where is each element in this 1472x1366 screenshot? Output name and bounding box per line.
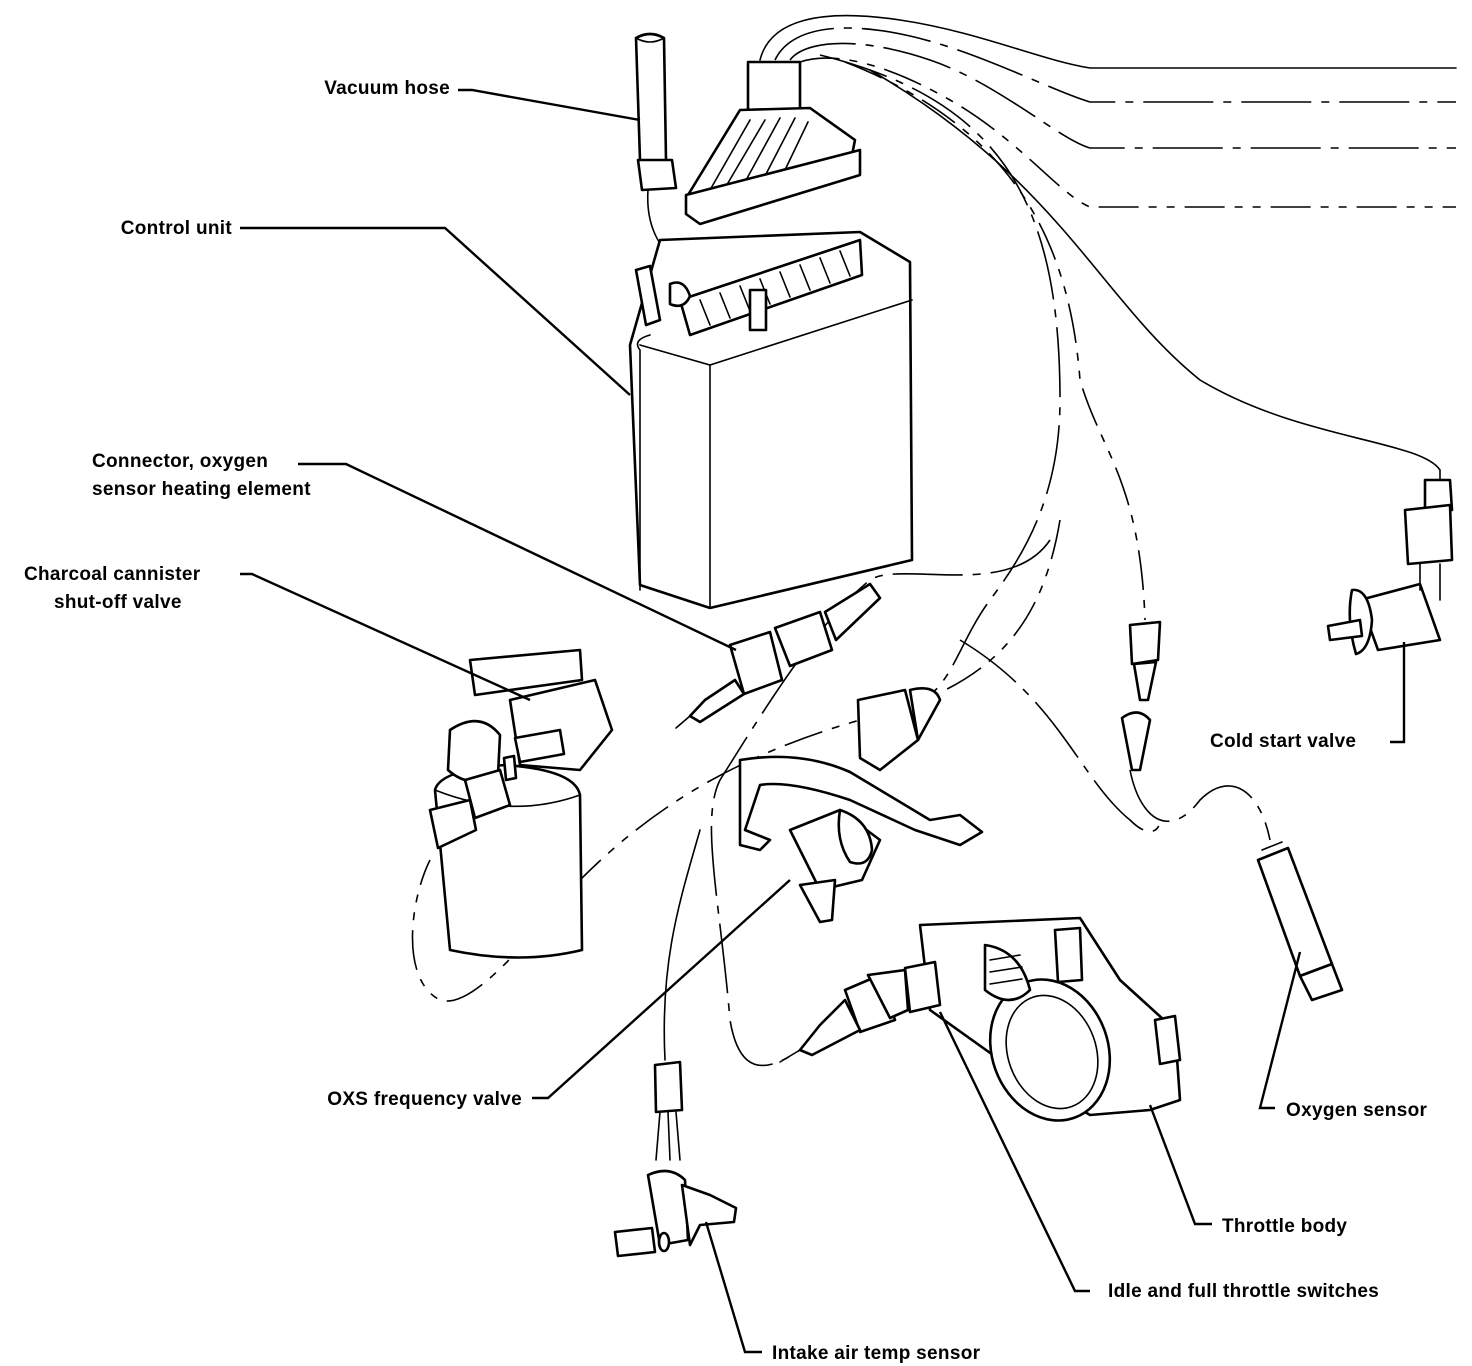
label-oxygen-sensor: Oxygen sensor [1286, 1100, 1428, 1121]
label-cold-start-valve: Cold start valve [1210, 731, 1357, 752]
control-unit-part [628, 230, 914, 610]
harness-cables [411, 14, 1457, 1067]
label-charcoal-line2: shut-off valve [54, 592, 182, 613]
label-oxs-frequency-valve: OXS frequency valve [327, 1089, 522, 1110]
label-connector-oxygen-line1: Connector, oxygen [92, 451, 269, 472]
ecu-connector-plug [684, 60, 862, 226]
label-vacuum-hose: Vacuum hose [324, 78, 450, 99]
intake-air-temp-part [613, 1060, 738, 1258]
cold-start-valve-part [1326, 478, 1454, 656]
middle-sensor-part [1120, 620, 1162, 772]
label-idle-full-throttle: Idle and full throttle switches [1108, 1281, 1380, 1302]
label-throttle-body: Throttle body [1222, 1216, 1348, 1237]
oxs-valve-part [738, 687, 984, 924]
label-intake-air-temp: Intake air temp sensor [772, 1343, 981, 1364]
switch-connector-part [779, 968, 910, 1063]
throttle-body-part [903, 916, 1182, 1122]
label-control-unit: Control unit [120, 218, 232, 239]
leader-lines [240, 88, 1406, 1354]
label-charcoal-line1: Charcoal cannister [24, 564, 201, 585]
charcoal-canister-part [428, 648, 614, 959]
oxygen-sensor-part [1256, 841, 1344, 1002]
label-connector-oxygen-line2: sensor heating element [92, 479, 311, 500]
oxygen-connector-part [675, 582, 882, 729]
